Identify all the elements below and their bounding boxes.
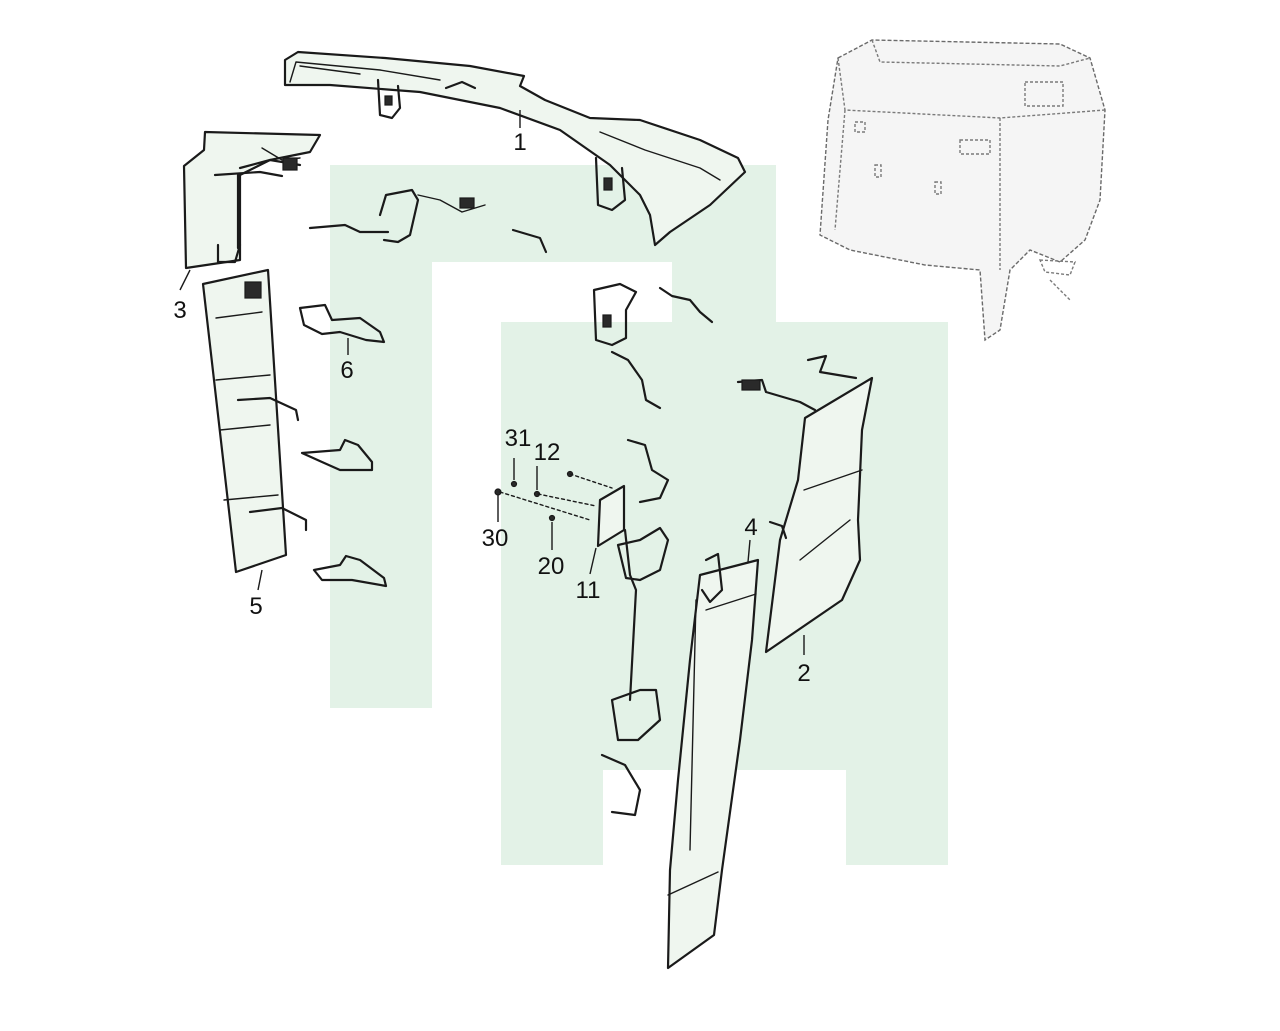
callout-4: 4 <box>744 514 757 541</box>
callout-31: 31 <box>505 425 532 452</box>
part-2-side-air-deflector <box>736 354 874 654</box>
part-5-side-panel <box>201 268 308 574</box>
part-3-upper-side-fairing <box>182 130 322 270</box>
callout-11: 11 <box>576 577 601 604</box>
callout-30: 30 <box>482 525 509 552</box>
callout-3: 3 <box>173 297 186 324</box>
part-4-corner-extension <box>666 552 760 970</box>
part-6-mounting-brackets <box>298 188 548 588</box>
truck-cab-outline <box>819 39 1106 342</box>
part-1-roof-deflector <box>283 50 747 247</box>
callout-2: 2 <box>797 660 810 687</box>
callout-5: 5 <box>249 593 262 620</box>
callout-20: 20 <box>538 553 565 580</box>
callout-6: 6 <box>340 357 353 384</box>
callout-12: 12 <box>534 439 561 466</box>
center-bracket-assembly <box>592 282 714 817</box>
callout-1: 1 <box>513 129 526 156</box>
